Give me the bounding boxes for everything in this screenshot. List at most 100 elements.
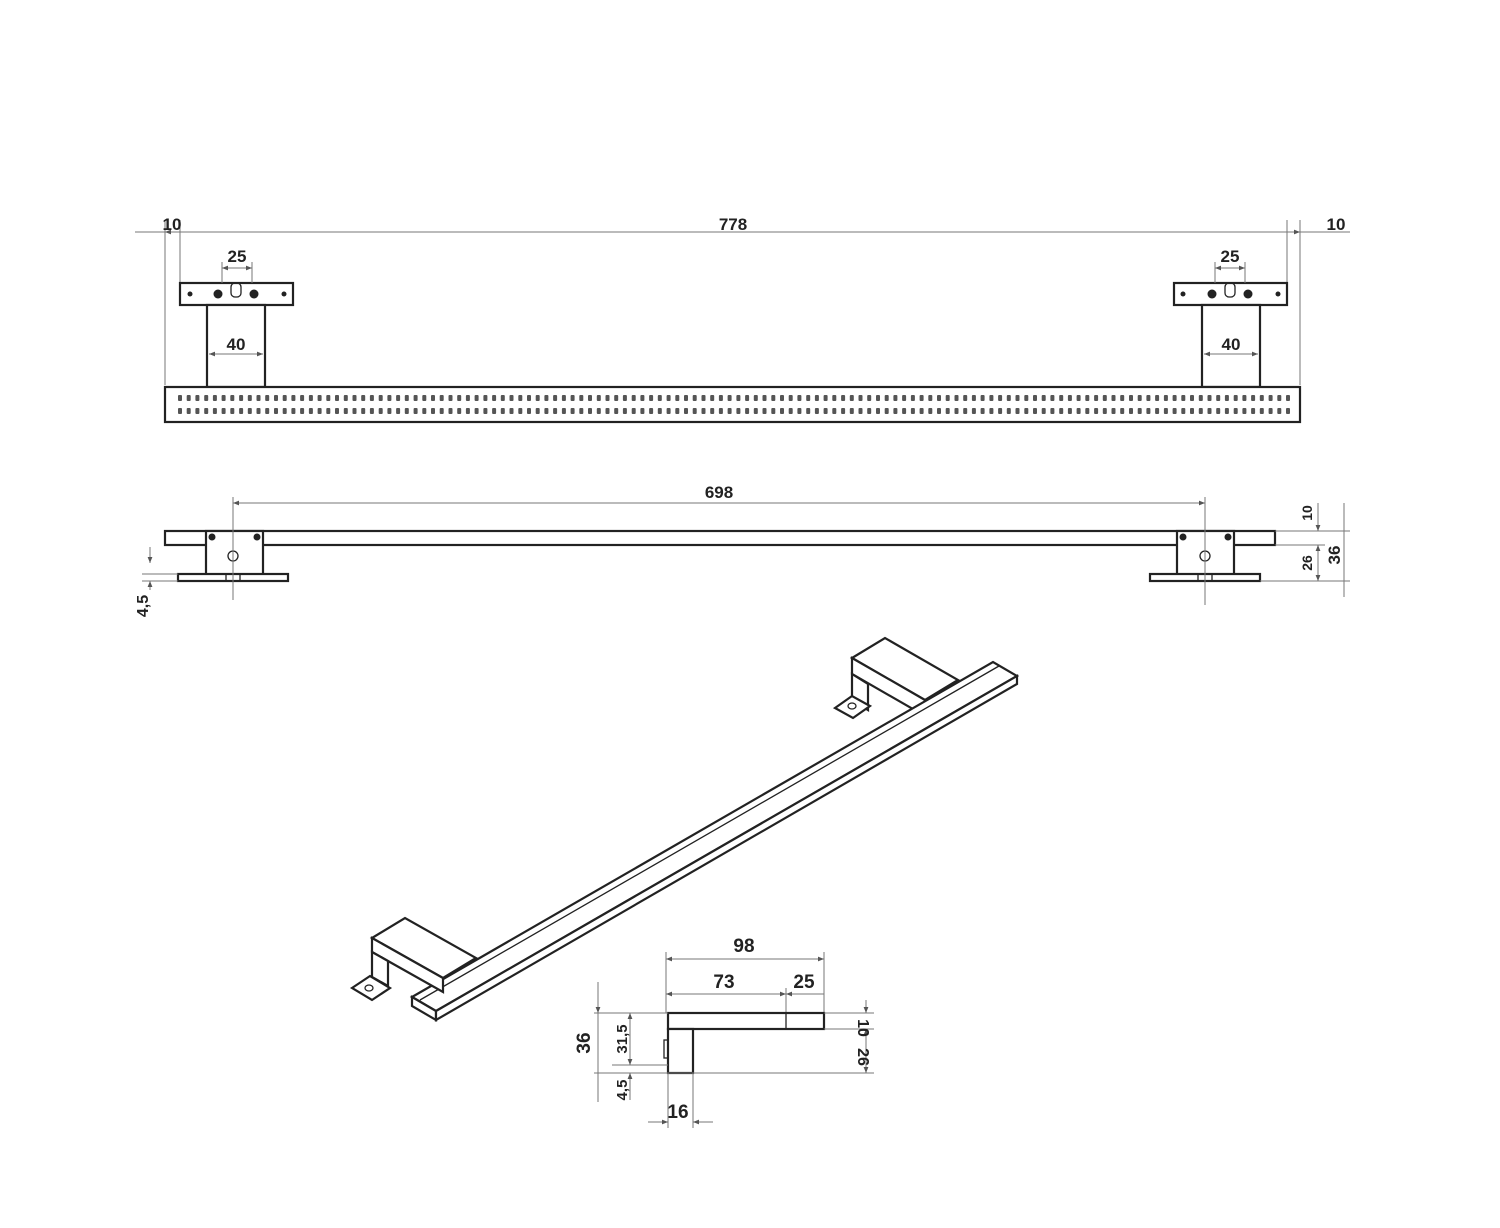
- led-dot: [387, 395, 392, 401]
- dim-bar-depth: 25: [793, 972, 815, 993]
- led-dot: [230, 395, 235, 401]
- led-dot: [195, 395, 200, 401]
- led-dot: [631, 395, 636, 401]
- led-dot: [247, 395, 252, 401]
- led-dot: [1163, 395, 1168, 401]
- dim-bracket-height: 26: [1299, 555, 1315, 571]
- led-dot: [335, 408, 339, 414]
- led-dot: [1155, 408, 1160, 414]
- led-dot: [945, 395, 950, 401]
- led-dot: [1085, 395, 1090, 401]
- led-dot: [1172, 408, 1177, 414]
- iso-led-bar: [409, 660, 1020, 1022]
- led-dot: [1259, 408, 1264, 414]
- led-dot: [1015, 395, 1020, 401]
- led-dot: [439, 408, 444, 414]
- led-bar-top: [163, 529, 1277, 547]
- dim-bracket-width-left: 40: [227, 335, 246, 354]
- led-dot: [239, 408, 244, 414]
- led-dot: [971, 408, 976, 414]
- led-dot: [596, 395, 601, 401]
- led-dot: [823, 408, 828, 414]
- front-view: 778 10 10 25 40: [135, 215, 1350, 424]
- led-dot: [1155, 395, 1160, 401]
- led-dot: [806, 408, 811, 414]
- led-dot: [247, 408, 252, 414]
- led-dot: [1050, 408, 1055, 414]
- led-dot: [204, 395, 209, 401]
- led-dot: [186, 395, 191, 401]
- led-dot: [509, 395, 514, 401]
- led-dot: [910, 395, 915, 401]
- led-dot: [884, 395, 889, 401]
- led-dot: [1233, 408, 1238, 414]
- led-dot: [631, 408, 636, 414]
- dim-right-overhang: 10: [1327, 215, 1346, 234]
- led-dot: [823, 395, 828, 401]
- led-dot: [1059, 395, 1064, 401]
- led-dot: [876, 408, 880, 414]
- led-dot: [422, 395, 427, 401]
- led-dot: [265, 395, 270, 401]
- led-dot: [998, 408, 1003, 414]
- dim-hole-spacing-right: 25: [1221, 247, 1240, 266]
- led-dot: [963, 408, 968, 414]
- led-dot: [343, 408, 348, 414]
- led-dot: [422, 408, 427, 414]
- led-dot: [352, 395, 357, 401]
- led-dot: [1216, 395, 1221, 401]
- led-dot: [884, 408, 889, 414]
- led-dot: [771, 408, 776, 414]
- led-dot: [535, 395, 540, 401]
- led-dot: [1006, 395, 1011, 401]
- led-dot: [361, 395, 366, 401]
- led-dot: [1224, 408, 1229, 414]
- led-dot: [867, 395, 872, 401]
- led-dot: [256, 408, 261, 414]
- led-dot: [404, 408, 409, 414]
- led-dot: [413, 408, 418, 414]
- right-bracket-front: 25 40: [1172, 247, 1289, 389]
- led-dot: [483, 395, 488, 401]
- dim-side-plate-thickness: 4,5: [614, 1080, 631, 1101]
- led-bar-front: [163, 385, 1302, 424]
- led-dot: [780, 408, 784, 414]
- led-dot: [1163, 408, 1168, 414]
- led-dot: [553, 408, 558, 414]
- led-dot: [1242, 408, 1247, 414]
- led-dot: [195, 408, 200, 414]
- led-dot: [282, 395, 287, 401]
- dim-left-overhang: 10: [163, 215, 182, 234]
- led-dot: [1129, 395, 1133, 401]
- led-dot: [588, 395, 592, 401]
- led-dot: [622, 408, 627, 414]
- led-dot: [1268, 408, 1273, 414]
- led-dot: [1181, 408, 1186, 414]
- led-dot: [492, 408, 497, 414]
- led-dot: [500, 408, 505, 414]
- led-dot: [1111, 395, 1116, 401]
- led-dot: [431, 408, 435, 414]
- side-arm: [666, 1011, 826, 1031]
- led-dot: [1094, 395, 1099, 401]
- led-dot: [718, 395, 723, 401]
- led-dot: [692, 395, 697, 401]
- led-dot: [579, 408, 584, 414]
- led-dot: [989, 408, 994, 414]
- led-dot: [1076, 395, 1081, 401]
- led-dot: [1129, 408, 1133, 414]
- led-dot: [544, 408, 549, 414]
- led-dot: [1067, 408, 1072, 414]
- led-dot: [614, 408, 619, 414]
- led-dot: [204, 408, 209, 414]
- dim-arm-height: 31,5: [614, 1024, 631, 1053]
- led-dot: [832, 395, 837, 401]
- led-dot: [492, 395, 497, 401]
- led-dot: [1277, 408, 1282, 414]
- led-dot: [640, 408, 645, 414]
- led-dot: [928, 408, 933, 414]
- left-bracket-top: [176, 520, 290, 600]
- led-dot: [570, 408, 575, 414]
- led-dot: [1033, 408, 1037, 414]
- led-dot: [928, 395, 933, 401]
